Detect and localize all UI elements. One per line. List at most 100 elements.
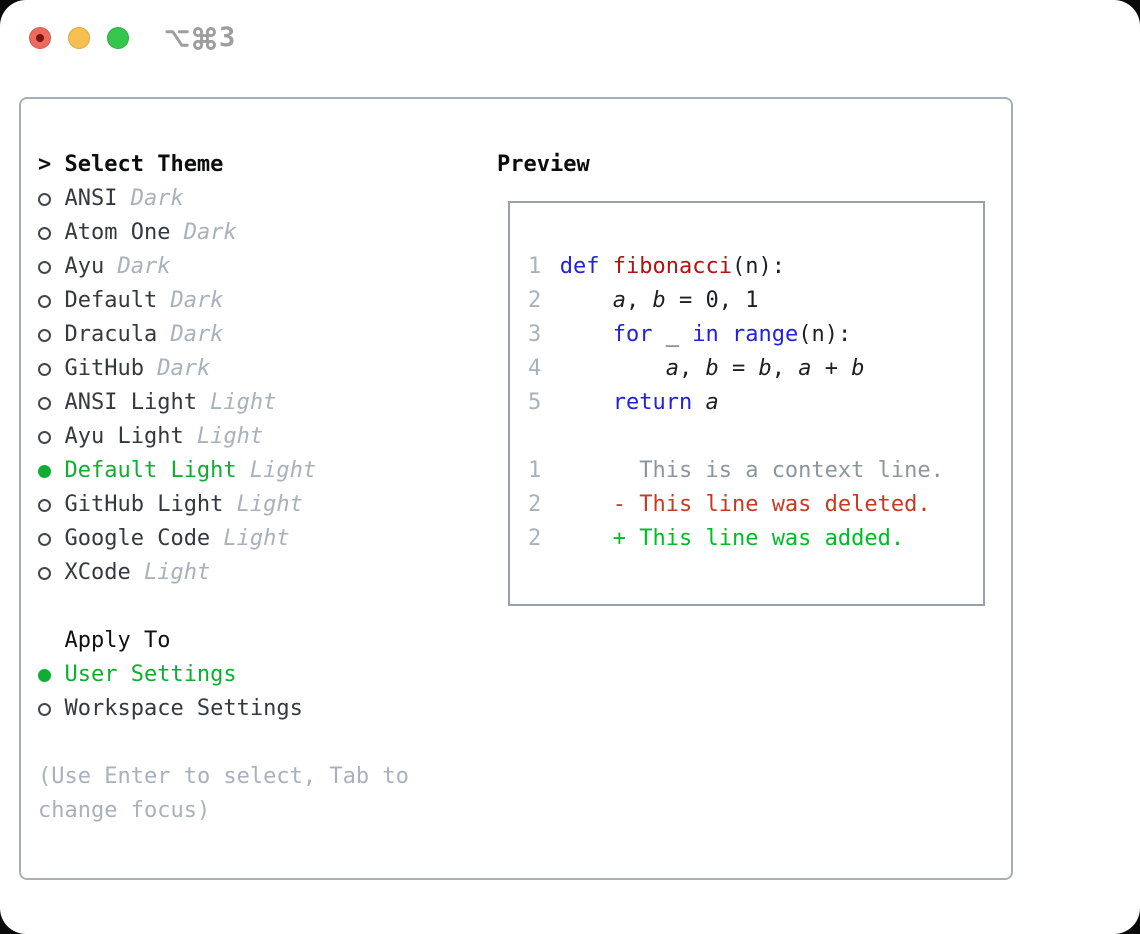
radio-bullet bbox=[38, 498, 64, 512]
minimize-button[interactable] bbox=[68, 27, 90, 49]
code-segment: a bbox=[798, 356, 812, 381]
code-segment: (n): bbox=[798, 322, 852, 347]
apply-option-user-settings[interactable]: User Settings bbox=[38, 658, 409, 692]
theme-option-xcode[interactable]: XCode Light bbox=[38, 556, 409, 590]
code-segment bbox=[719, 318, 732, 352]
code-segment: = bbox=[718, 356, 759, 381]
radio-unselected-icon bbox=[38, 192, 51, 206]
line-number: 1 bbox=[528, 458, 542, 483]
variant-label: Light bbox=[196, 390, 277, 415]
radio-bullet bbox=[38, 294, 64, 308]
code-segment: (n): bbox=[731, 254, 785, 279]
code-line: 2 + This line was added. bbox=[528, 522, 983, 556]
radio-bullet bbox=[38, 192, 64, 206]
variant-label: Dark bbox=[157, 288, 224, 313]
code-segment: + bbox=[811, 356, 852, 381]
hint-line-1: (Use Enter to select, Tab to bbox=[38, 764, 409, 789]
radio-bullet bbox=[38, 566, 64, 580]
apply-option-workspace-settings[interactable]: Workspace Settings bbox=[38, 692, 409, 726]
variant-label: Light bbox=[223, 492, 303, 517]
radio-unselected-icon bbox=[38, 430, 51, 444]
code-segment bbox=[692, 386, 705, 420]
theme-option-ansi-light[interactable]: ANSI Light Light bbox=[38, 386, 409, 420]
option-label: Default Light Light bbox=[64, 458, 317, 483]
radio-unselected-icon bbox=[38, 328, 51, 342]
theme-option-github[interactable]: GitHub Dark bbox=[38, 352, 409, 386]
code-segment bbox=[560, 284, 613, 318]
radio-unselected-icon bbox=[38, 702, 51, 716]
spacer bbox=[38, 590, 409, 624]
code-segment: a bbox=[705, 390, 719, 415]
code-line: 2 a, b = 0, 1 bbox=[528, 284, 983, 318]
line-number: 2 bbox=[528, 492, 542, 517]
code-segment: b bbox=[652, 288, 666, 313]
select-theme-title: Select Theme bbox=[64, 152, 224, 177]
variant-label: Dark bbox=[143, 356, 211, 381]
select-theme-header: > Select Theme bbox=[38, 148, 409, 182]
radio-unselected-icon bbox=[38, 260, 51, 274]
line-number: 2 bbox=[528, 526, 542, 551]
variant-label: Dark bbox=[170, 220, 237, 245]
line-number: 5 bbox=[528, 390, 542, 415]
code-line bbox=[528, 420, 983, 454]
theme-option-default-light[interactable]: Default Light Light bbox=[38, 454, 409, 488]
theme-option-dracula[interactable]: Dracula Dark bbox=[38, 318, 409, 352]
variant-label: Light bbox=[236, 458, 317, 483]
theme-option-github-light[interactable]: GitHub Light Light bbox=[38, 488, 409, 522]
radio-unselected-icon bbox=[38, 498, 51, 512]
variant-label: Light bbox=[183, 424, 264, 449]
code-segment bbox=[560, 386, 613, 420]
code-segment: + This line was added. bbox=[559, 526, 905, 551]
radio-bullet bbox=[38, 260, 64, 274]
code-segment bbox=[560, 318, 613, 352]
option-label: GitHub Light Light bbox=[64, 492, 303, 517]
radio-bullet bbox=[38, 430, 64, 444]
window-shortcut-label: 3 bbox=[163, 22, 235, 54]
code-line: 5 return a bbox=[528, 386, 983, 420]
theme-option-atom-one[interactable]: Atom One Dark bbox=[38, 216, 409, 250]
close-button[interactable] bbox=[29, 27, 51, 49]
radio-unselected-icon bbox=[38, 396, 51, 410]
shortcut-digit: 3 bbox=[219, 22, 236, 53]
radio-bullet bbox=[38, 668, 64, 682]
radio-unselected-icon bbox=[38, 362, 51, 376]
option-label: Ayu Dark bbox=[64, 254, 171, 279]
line-number: 1 bbox=[528, 254, 542, 279]
code-segment: = 0, 1 bbox=[665, 288, 759, 313]
theme-option-default[interactable]: Default Dark bbox=[38, 284, 409, 318]
prompt-caret: > bbox=[38, 152, 52, 177]
radio-bullet bbox=[38, 226, 64, 240]
option-key-icon bbox=[165, 29, 189, 47]
radio-bullet bbox=[38, 532, 64, 546]
code-segment: _ bbox=[652, 322, 693, 347]
code-segment: - This line was deleted. bbox=[559, 492, 931, 517]
hint-line-2: change focus) bbox=[38, 798, 211, 823]
code-segment: def bbox=[559, 254, 613, 279]
theme-option-ansi[interactable]: ANSI Dark bbox=[38, 182, 409, 216]
variant-label: Light bbox=[130, 560, 211, 585]
spacer bbox=[38, 726, 409, 760]
option-label: ANSI Dark bbox=[64, 186, 184, 211]
theme-option-ayu[interactable]: Ayu Dark bbox=[38, 250, 409, 284]
variant-label: Dark bbox=[117, 186, 184, 211]
close-dot-icon bbox=[36, 34, 44, 42]
code-line: 2 - This line was deleted. bbox=[528, 488, 983, 522]
line-number: 3 bbox=[528, 322, 542, 347]
option-label: Ayu Light Light bbox=[64, 424, 264, 449]
theme-option-google-code[interactable]: Google Code Light bbox=[38, 522, 409, 556]
code-segment: return bbox=[612, 390, 693, 415]
code-segment: This is a context line. bbox=[559, 458, 944, 483]
line-number: 4 bbox=[528, 356, 542, 381]
zoom-button[interactable] bbox=[107, 27, 129, 49]
theme-option-ayu-light[interactable]: Ayu Light Light bbox=[38, 420, 409, 454]
radio-bullet bbox=[38, 328, 64, 342]
option-label: Atom One Dark bbox=[64, 220, 237, 245]
option-label: ANSI Light Light bbox=[64, 390, 277, 415]
radio-unselected-icon bbox=[38, 532, 51, 546]
option-label: Google Code Light bbox=[64, 526, 290, 551]
code-segment: b bbox=[705, 356, 719, 381]
